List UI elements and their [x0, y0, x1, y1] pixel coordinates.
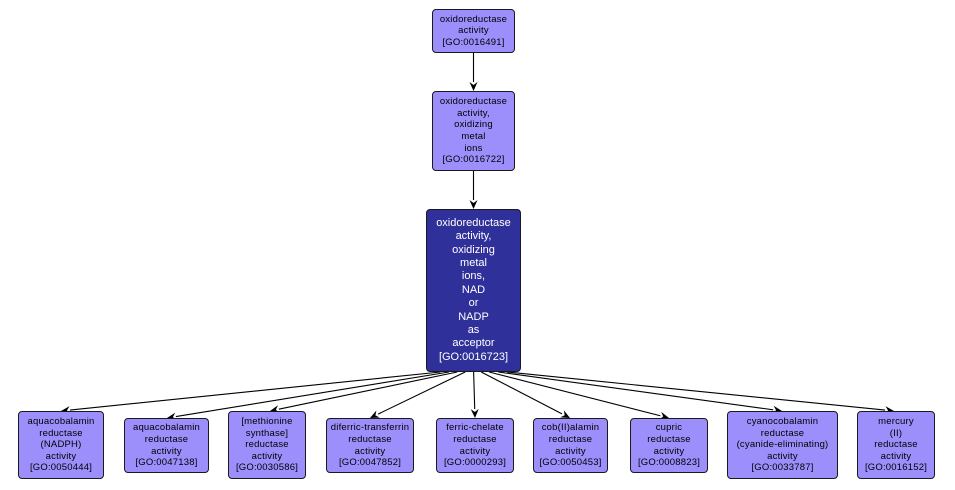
- edge-GO0016723-to-GO0050444: [61, 371, 441, 415]
- go-id-label: [GO:0050453]: [539, 457, 602, 469]
- go-id-label: [GO:0030586]: [235, 462, 299, 474]
- node-label-line: NAD: [461, 283, 486, 296]
- node-label-line: reductase: [39, 427, 83, 439]
- go-id-label: [GO:0016152]: [864, 462, 928, 474]
- node-label-line: (NADPH): [40, 439, 82, 451]
- arrowhead-icon: [469, 82, 478, 91]
- arrowhead-icon: [370, 410, 380, 418]
- edge-GO0016723-to-GO0000293: [470, 371, 479, 418]
- node-label-line: activity: [458, 25, 489, 37]
- go-id-label: [GO:0000293]: [443, 457, 507, 469]
- node-label-line: activity: [354, 445, 386, 457]
- arrowhead-icon: [470, 408, 479, 418]
- edge-GO0016723-to-GO0016152: [507, 371, 894, 415]
- node-label-line: activity: [880, 450, 912, 462]
- node-label-line: activity: [555, 445, 586, 457]
- node-label-line: reductase: [453, 433, 497, 445]
- edge-line: [507, 371, 886, 411]
- node-label-line: metal: [461, 131, 486, 142]
- node-label-line: [methionine: [241, 416, 293, 428]
- edge-line: [473, 371, 476, 410]
- node-label-line: as: [467, 324, 480, 337]
- node-label-line: reductase: [647, 433, 691, 445]
- node-label-line: (II): [889, 427, 903, 439]
- node-label-line: metal: [460, 256, 487, 269]
- edge-line: [480, 371, 563, 415]
- go-id-label: [GO:0047138]: [135, 457, 198, 469]
- node-label-line: oxidizing: [454, 119, 493, 131]
- node-label-line: activity,: [455, 230, 492, 243]
- node-label-line: reductase: [245, 439, 289, 451]
- node-label-line: oxidoreductase: [436, 216, 511, 229]
- edge-line: [489, 371, 661, 417]
- node-label-line: ions: [464, 142, 483, 154]
- node-label-line: aquacobalamin: [132, 422, 201, 434]
- edge-line: [175, 371, 450, 418]
- edge-GO0016723-to-GO0008823: [489, 371, 669, 420]
- node-label-line: activity: [251, 450, 283, 462]
- edge-line: [377, 371, 466, 415]
- arrowhead-icon: [469, 200, 478, 209]
- node-label-line: cyanocobalamin: [746, 416, 819, 428]
- node-label-line: activity: [45, 450, 77, 462]
- node-label-line: activity: [767, 450, 798, 462]
- arrowhead-icon: [659, 411, 669, 420]
- node-label-line: diferric-transferrin: [330, 422, 410, 434]
- node-label-line: reductase: [874, 439, 918, 451]
- node-label-line: cob(II)alamin: [541, 422, 600, 434]
- node-label-line: cupric: [655, 422, 683, 434]
- node-label-line: acceptor: [452, 337, 495, 350]
- arrowhead-icon: [560, 410, 570, 418]
- node-label-line: or: [468, 297, 479, 310]
- edge-line: [278, 371, 458, 410]
- node-label-line: activity: [653, 445, 685, 457]
- node-label-line: reductase: [144, 433, 189, 445]
- node-label-line: reductase: [348, 433, 392, 445]
- node-label-line: oxidoreductase: [439, 96, 508, 108]
- edge-GO0016722-to-GO0016723: [469, 171, 478, 209]
- node-label-line: aquacobalamin: [27, 416, 95, 428]
- node-label-line: reductase: [548, 433, 593, 445]
- go-id-label: [GO:0050444]: [29, 462, 93, 474]
- go-id-label: [GO:0047852]: [338, 457, 402, 469]
- edge-GO0016723-to-GO0033787: [498, 371, 782, 414]
- node-label-line: activity: [151, 445, 182, 457]
- edge-GO0016491-to-GO0016722: [469, 53, 478, 91]
- node-label-line: oxidoreductase: [439, 13, 508, 25]
- edge-GO0016723-to-GO0047852: [370, 371, 466, 418]
- node-label-line: NADP: [458, 310, 489, 323]
- edge-line: [69, 371, 441, 411]
- node-label-line: activity,: [457, 107, 490, 119]
- go-id-label: [GO:0033787]: [751, 462, 814, 474]
- node-label-line: ferric-chelate: [446, 422, 504, 434]
- edge-GO0016723-to-GO0030586: [270, 371, 458, 414]
- node-label-line: activity: [459, 445, 491, 457]
- node-label-line: mercury: [878, 416, 914, 428]
- node-label-line: ions,: [461, 270, 486, 283]
- go-id-label: [GO:0016722]: [442, 154, 505, 166]
- go-id-label: [GO:0016723]: [438, 350, 509, 363]
- edge-GO0016723-to-GO0050453: [480, 371, 570, 418]
- node-label-line: reductase: [760, 427, 805, 439]
- node-label-line: synthase]: [245, 427, 289, 439]
- node-label-line: oxidizing: [452, 243, 495, 256]
- go-id-label: [GO:0008823]: [637, 457, 701, 469]
- node-label-line: (cyanide-eliminating): [736, 439, 829, 451]
- go-id-label: [GO:0016491]: [442, 36, 505, 48]
- edge-line: [498, 371, 774, 411]
